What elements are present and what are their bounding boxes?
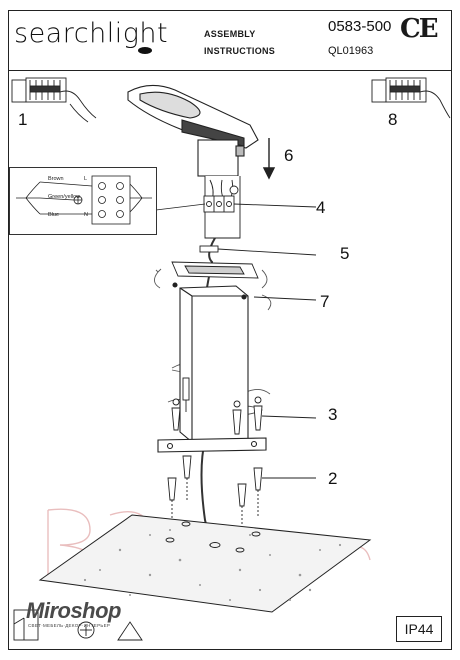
shop-watermark: Miroshop (26, 598, 122, 623)
wiring-diagram (16, 175, 152, 225)
step-label-8: 8 (388, 110, 398, 129)
brand-logo-mark (138, 47, 152, 54)
wire-label-blue: Blue (48, 212, 60, 218)
step-label-2: 2 (328, 469, 338, 488)
header-divider (8, 70, 452, 71)
terminal-label-neutral: N (84, 212, 88, 218)
wiring-leader (155, 203, 206, 211)
shop-watermark-tagline: СВЕТ·МЕБЕЛЬ·ДЕКОР·ИНТЕРЬЕР (28, 623, 111, 628)
ground-surface (38, 514, 372, 613)
sub-number: QL01963 (328, 45, 374, 57)
footer-icons (13, 609, 143, 641)
brand-logo: searchlight (14, 18, 169, 49)
terminal-assembly (203, 176, 317, 239)
step-label-7: 7 (320, 292, 330, 311)
step-label-6: 6 (284, 146, 294, 165)
terminal-label-live: L (84, 176, 88, 182)
wire-label-brown: Brown (48, 176, 64, 182)
step-1-illustration (11, 77, 97, 123)
wire-label-green-yellow: Green/yellow (48, 194, 81, 200)
part-number: 0583-500 (328, 18, 392, 35)
title-line-1: ASSEMBLY (204, 29, 256, 39)
down-arrow-icon (262, 138, 276, 180)
base-plate (157, 437, 267, 453)
ce-mark: CE (400, 14, 438, 44)
wall-plugs (167, 455, 316, 526)
step-label-5: 5 (340, 244, 350, 263)
fixing-screws (171, 377, 317, 435)
step-label-4: 4 (316, 198, 326, 217)
wiring-diagram-box: Brown Green/yellow Blue L N (9, 167, 157, 235)
step-label-3: 3 (328, 405, 338, 424)
lamp-column (172, 282, 317, 443)
page-frame (8, 10, 452, 650)
ip-rating-badge: IP44 (396, 616, 442, 642)
step-8-illustration (371, 77, 451, 119)
lamp-head (127, 84, 259, 177)
title-line-2: INSTRUCTIONS (204, 46, 276, 56)
cable-connector (199, 245, 317, 256)
gasket-plate (171, 261, 259, 279)
step-label-1: 1 (18, 110, 28, 129)
document-title: ASSEMBLY INSTRUCTIONS (204, 26, 275, 60)
